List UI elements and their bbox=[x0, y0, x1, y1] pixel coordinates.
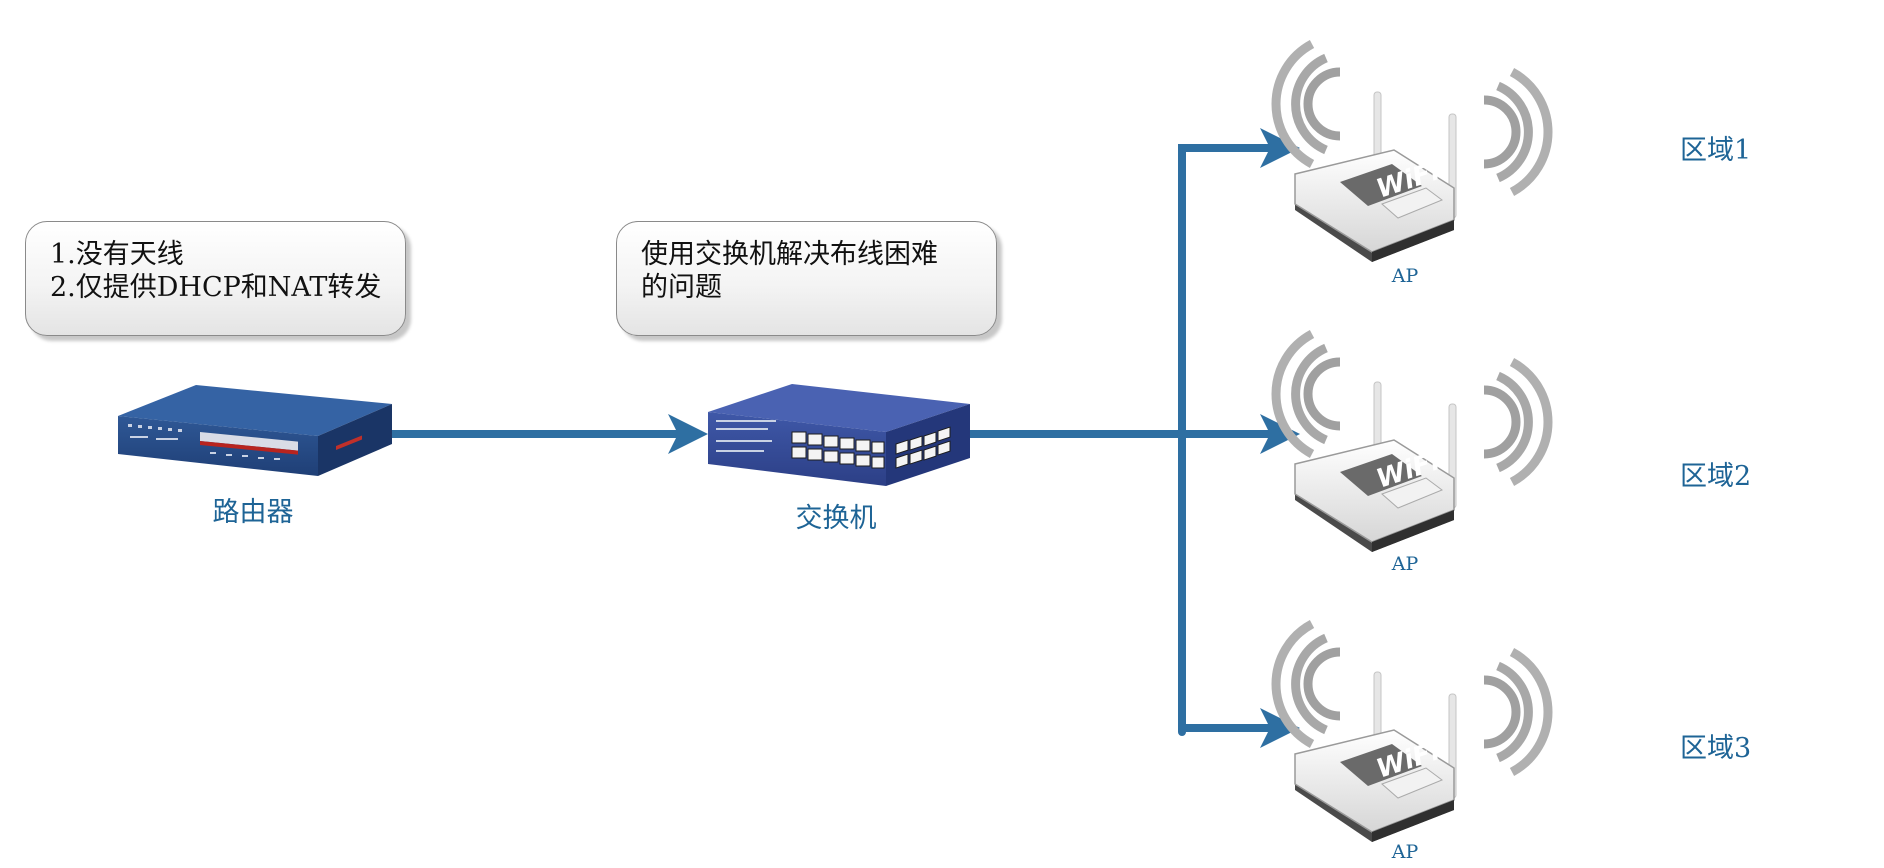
switch-icon bbox=[708, 384, 970, 486]
switch-note-line-1: 使用交换机解决布线困难 bbox=[641, 239, 938, 270]
ap-icon-2: WiFi bbox=[1276, 334, 1548, 552]
ap-label-2: AP bbox=[1391, 553, 1419, 575]
router-icon bbox=[118, 385, 392, 476]
ap-label-3: AP bbox=[1391, 841, 1419, 863]
zone-label-3: 区域3 bbox=[1680, 733, 1752, 764]
ap-label-1: AP bbox=[1391, 265, 1419, 287]
switch-note-line-2: 的问题 bbox=[641, 272, 722, 303]
zone-label-2: 区域2 bbox=[1680, 461, 1752, 492]
switch-label: 交换机 bbox=[795, 503, 877, 534]
switch-note-callout: 使用交换机解决布线困难 的问题 bbox=[616, 221, 997, 336]
ap-icon-3: WiFi bbox=[1276, 624, 1548, 842]
router-label: 路由器 bbox=[212, 497, 294, 528]
zone-label-1: 区域1 bbox=[1680, 135, 1752, 166]
ap-icon-1: WiFi bbox=[1276, 44, 1548, 262]
router-note-line-1: 1.没有天线 bbox=[50, 239, 184, 270]
router-note-line-2: 2.仅提供DHCP和NAT转发 bbox=[50, 272, 382, 303]
router-note-callout: 1.没有天线 2.仅提供DHCP和NAT转发 bbox=[25, 221, 406, 336]
